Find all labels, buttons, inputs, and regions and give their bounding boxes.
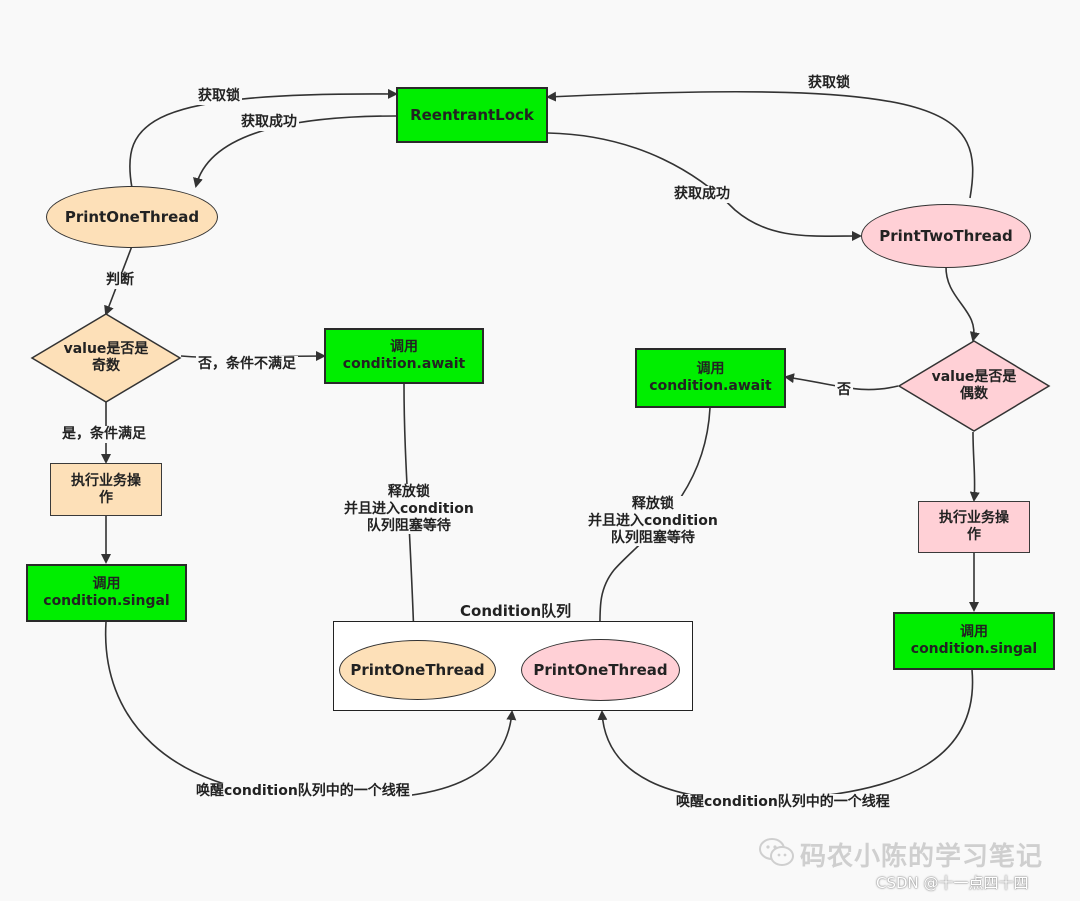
- queue-item-print-one: PrintOneThread: [339, 640, 496, 700]
- signal-right-node: 调用 condition.singal: [893, 612, 1055, 670]
- print-one-thread-node: PrintOneThread: [46, 186, 218, 248]
- edge-acquire-lock-right: [546, 90, 974, 199]
- decision-odd-label: value是否是 奇数: [63, 341, 149, 374]
- wechat-icon: [759, 838, 794, 866]
- label-release-left: 释放锁 并且进入condition 队列阻塞等待: [342, 484, 476, 535]
- label-no-right: 否: [835, 382, 853, 399]
- label-wake-left: 唤醒condition队列中的一个线程: [194, 783, 412, 800]
- edge-even-to-business: [969, 431, 980, 502]
- decision-even-shape: [897, 340, 1051, 432]
- label-acquire-success-left: 获取成功: [239, 114, 299, 131]
- await-right-node: 调用 condition.await: [635, 348, 786, 408]
- label-wake-right: 唤醒condition队列中的一个线程: [674, 794, 892, 811]
- edge-two-to-decision: [945, 265, 980, 342]
- decision-even-label: value是否是 偶数: [931, 369, 1017, 402]
- label-acquire-success-right: 获取成功: [672, 186, 732, 203]
- label-acquire-lock-right: 获取锁: [806, 75, 852, 92]
- footer-credit: CSDN @十一点四十四: [876, 874, 1029, 892]
- signal-left-node: 调用 condition.singal: [26, 564, 187, 622]
- label-judge: 判断: [104, 272, 136, 289]
- business-left-node: 执行业务操 作: [50, 463, 162, 516]
- decision-odd-shape: [30, 313, 182, 403]
- label-satisfied: 是，条件满足: [60, 426, 148, 443]
- queue-item-print-one-pink: PrintOneThread: [521, 639, 680, 701]
- business-right-node: 执行业务操 作: [918, 501, 1030, 553]
- print-two-thread-node: PrintTwoThread: [861, 204, 1031, 268]
- label-release-right: 释放锁 并且进入condition 队列阻塞等待: [586, 496, 720, 547]
- await-left-node: 调用 condition.await: [324, 328, 484, 384]
- edge-release-right: [594, 407, 711, 638]
- watermark-text: 码农小陈的学习笔记: [800, 842, 1044, 872]
- label-not-satisfied: 否，条件不满足: [196, 356, 298, 373]
- condition-queue-title: Condition队列: [460, 602, 572, 620]
- reentrant-lock-node: ReentrantLock: [396, 87, 548, 143]
- label-acquire-lock-left: 获取锁: [196, 88, 242, 105]
- edge-acquire-lock-left: [129, 88, 398, 189]
- edge-acquire-success-right: [547, 132, 862, 242]
